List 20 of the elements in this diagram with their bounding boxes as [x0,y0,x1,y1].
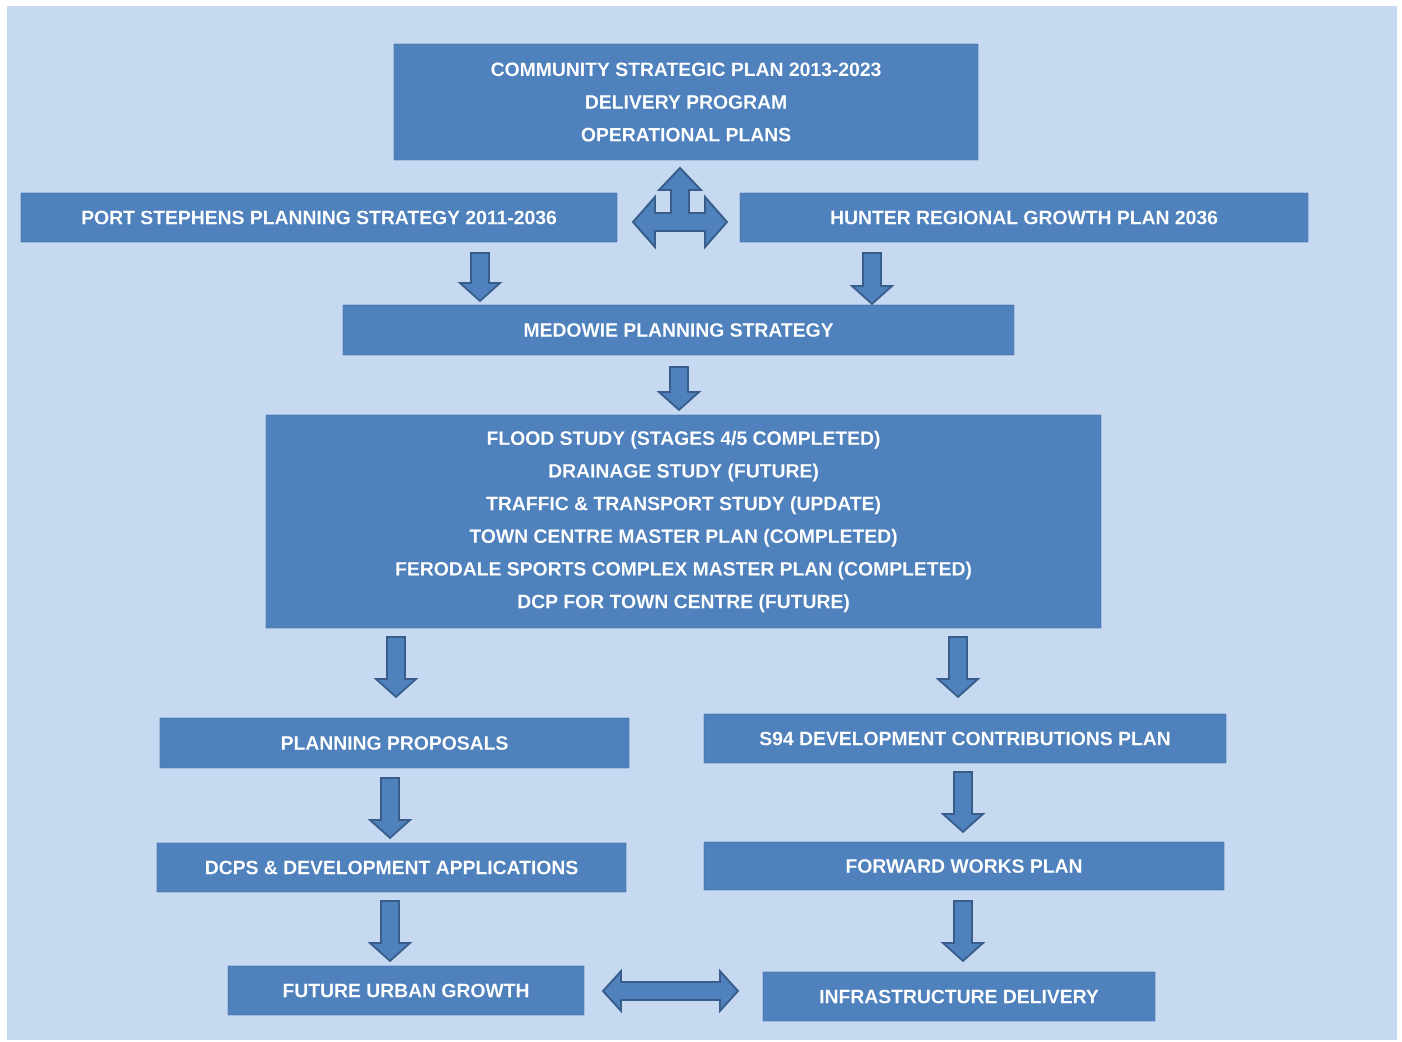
process-box: FUTURE URBAN GROWTH [227,965,585,1016]
block-arrow [849,252,895,306]
process-box: PORT STEPHENS PLANNING STRATEGY 2011-2036 [20,192,618,243]
process-box: INFRASTRUCTURE DELIVERY [762,971,1156,1022]
process-box: FLOOD STUDY (STAGES 4/5 COMPLETED) DRAINAGE STUDY (FUTURE) TRAFFIC & TRANSPORT STUDY (UPDATE) TOWN CENTRE MASTER PLAN (COMPLETED) FERODALE SPORTS COMPLEX MASTER PLAN (COMPLETED) DCP FOR TOWN CENTRE (FUTURE) [265,414,1102,629]
process-box: MEDOWIE PLANNING STRATEGY [342,304,1015,356]
block-arrow [373,636,419,699]
block-arrow [457,252,503,303]
process-box: FORWARD WORKS PLAN [703,841,1225,891]
block-arrow [935,636,981,699]
process-box: PLANNING PROPOSALS [159,717,630,769]
block-arrow [367,900,413,963]
process-box: COMMUNITY STRATEGIC PLAN 2013-2023 DELIVERY PROGRAM OPERATIONAL PLANS [393,43,979,161]
block-arrow [367,777,413,840]
process-box: DCPS & DEVELOPMENT APPLICATIONS [156,842,627,893]
block-arrow [940,900,986,963]
process-box: HUNTER REGIONAL GROWTH PLAN 2036 [739,192,1309,243]
block-arrow [656,366,702,412]
process-box: S94 DEVELOPMENT CONTRIBUTIONS PLAN [703,713,1227,764]
block-arrow [940,771,986,834]
